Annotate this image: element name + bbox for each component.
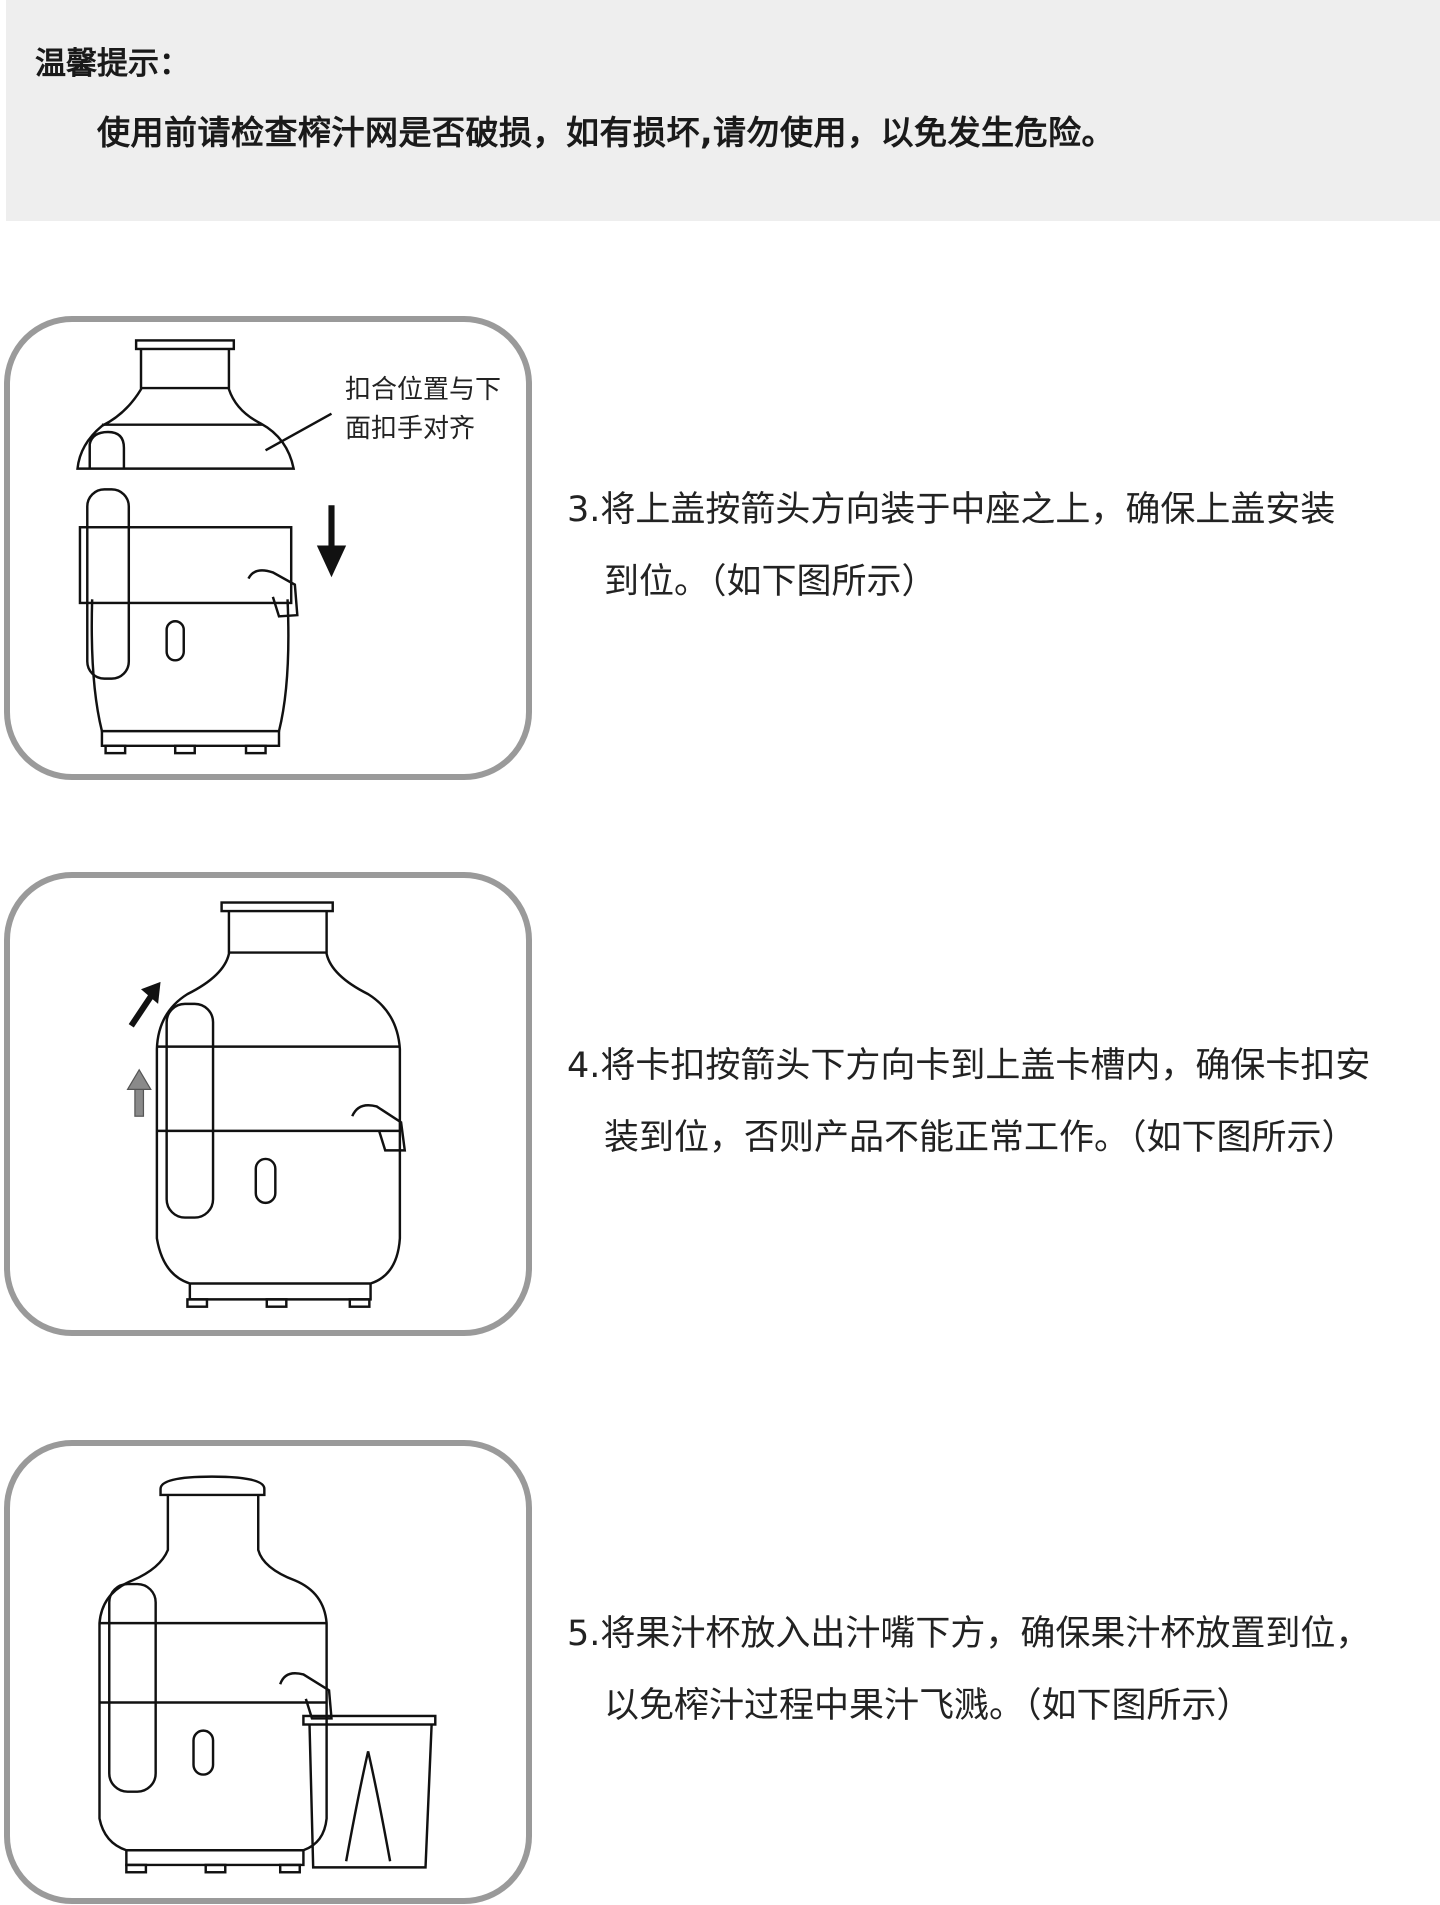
- lid-handle-notch: [88, 430, 126, 469]
- lid-rim: [220, 901, 334, 913]
- pusher-cap: [159, 1475, 266, 1497]
- step-4-illustration: [4, 872, 532, 1336]
- step-5-text: 5.将果汁杯放入出汁嘴下方，确保果汁杯放置到位， 以免榨汁过程中果汁飞溅。（如下…: [567, 1614, 1371, 1726]
- lid-dome: [76, 348, 296, 470]
- clamp-handle: [165, 1002, 215, 1219]
- diagonal-arrow-icon: [141, 981, 161, 1004]
- clamp-handle: [108, 1582, 157, 1793]
- step-3-text: 3.将上盖按箭头方向装于中座之上，确保上盖安装 到位。（如下图所示）: [567, 490, 1336, 602]
- juicer-clamp-lock-drawing: [126, 901, 407, 1308]
- juice-cup: [308, 1724, 433, 1869]
- juicer-cup-place-drawing: [98, 1475, 437, 1874]
- down-arrow-icon: [316, 545, 347, 578]
- step-3-illustration: 扣合位置与下 面扣手对齐: [4, 316, 532, 780]
- up-arrow-icon: [126, 1068, 152, 1090]
- clamp-handle: [86, 488, 131, 680]
- tip-title: 温馨提示：: [35, 46, 190, 82]
- juice-cup-rim: [302, 1714, 437, 1726]
- callout-leader: [264, 412, 333, 452]
- step-5-illustration: [4, 1440, 532, 1904]
- step-4-text: 4.将卡扣按箭头下方向卡到上盖卡槽内，确保卡扣安 装到位，否则产品不能正常工作。…: [567, 1046, 1371, 1158]
- callout-text: 扣合位置与下 面扣手对齐: [345, 375, 502, 444]
- warm-tip-box: 温馨提示： 使用前请检查榨汁网是否破损，如有损坏,请勿使用，以免发生危险。: [6, 0, 1440, 221]
- lid-rim: [134, 339, 236, 351]
- tip-text: 使用前请检查榨汁网是否破损，如有损坏,请勿使用，以免发生危险。: [97, 113, 1116, 152]
- juicer-lid-install-drawing: [76, 339, 347, 755]
